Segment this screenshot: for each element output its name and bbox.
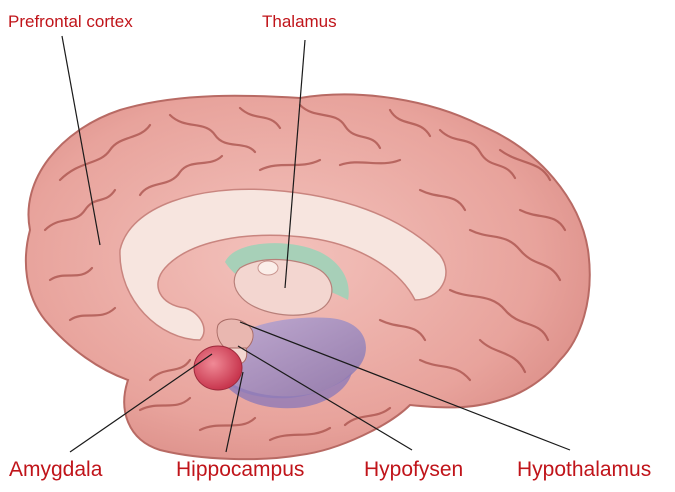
label-hypothalamus: Hypothalamus — [517, 459, 651, 480]
amygdala-shape — [194, 346, 242, 390]
label-prefrontal-cortex: Prefrontal cortex — [8, 13, 133, 30]
thalamus-nucleus — [258, 261, 278, 275]
label-hippocampus: Hippocampus — [176, 459, 304, 480]
label-amygdala: Amygdala — [9, 459, 102, 480]
label-hypofysen: Hypofysen — [364, 459, 463, 480]
label-thalamus: Thalamus — [262, 13, 337, 30]
